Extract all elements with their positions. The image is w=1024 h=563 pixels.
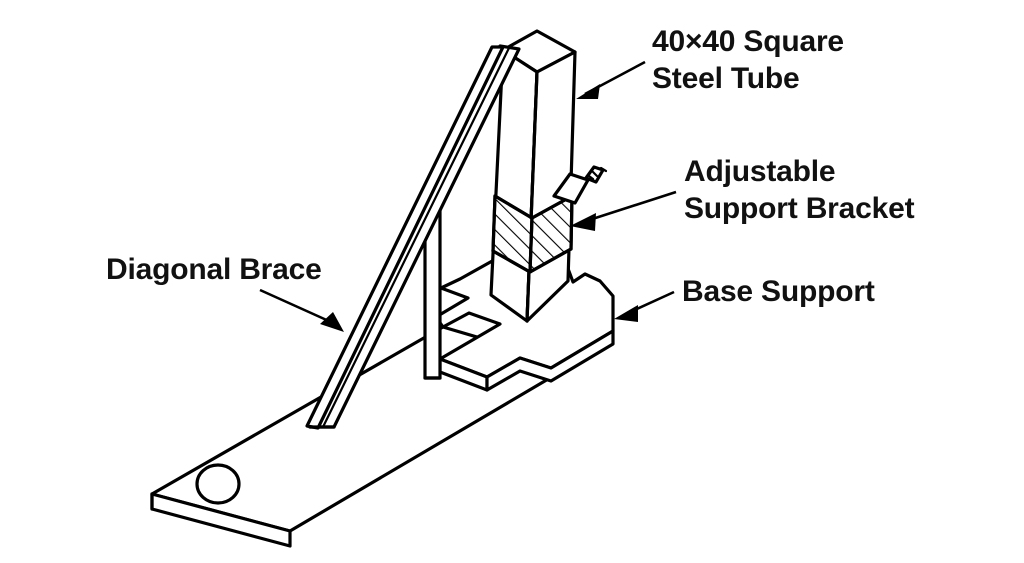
arrowhead-tube	[576, 84, 600, 99]
arrowhead-base	[614, 305, 638, 322]
diagonal-brace-mid-line	[321, 46, 511, 429]
leader-lines	[259, 60, 677, 332]
arrowhead-bracket	[570, 213, 596, 231]
base-plate-thickness-right	[485, 329, 615, 392]
bolt-thread-2	[591, 170, 599, 178]
tube-front-corner-edge	[525, 70, 539, 323]
bracket-left-outline	[491, 194, 497, 253]
callout-base-support: Base Support	[682, 275, 875, 308]
bolt-tip	[599, 166, 608, 173]
long-bar-inner-edge	[288, 363, 574, 533]
leader-line-diagonal	[259, 288, 332, 324]
callout-diagonal-brace: Diagonal Brace	[106, 253, 322, 286]
callout-adjustable-support-bracket: Adjustable Support Bracket	[684, 155, 915, 225]
bracket	[491, 194, 574, 274]
bracket-front-corner	[528, 216, 534, 274]
mounting-hole	[195, 463, 241, 505]
callout-square-steel-tube: 40×40 Square Steel Tube	[652, 25, 844, 95]
arrowhead-diagonal	[320, 312, 344, 332]
base-plate-notch-edge	[439, 277, 462, 290]
bracket-right-outline	[569, 194, 574, 251]
diagonal-brace	[305, 44, 521, 430]
bracket-bolt	[552, 165, 608, 205]
bolt-thread-1	[587, 174, 595, 181]
leader-line-bracket	[582, 190, 677, 224]
